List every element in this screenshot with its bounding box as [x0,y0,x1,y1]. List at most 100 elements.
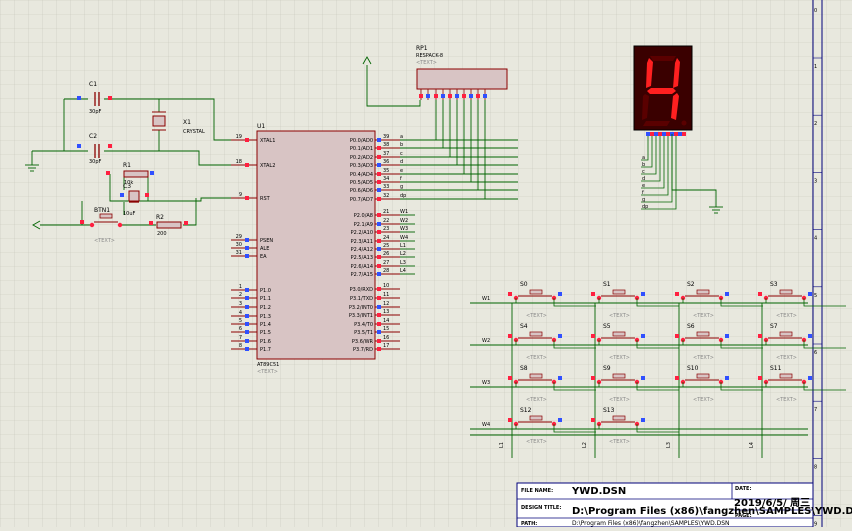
mcu-pin-number: 14 [383,318,389,324]
key-s4[interactable]: S4<TEXT> [508,323,596,361]
mcu-pin-number: 27 [383,260,389,266]
display-segments [642,56,687,126]
key-pin-marker [675,376,679,380]
key-plunger [696,331,710,337]
mcu-pin-number: 18 [236,159,242,165]
key-s0[interactable]: S0<TEXT> [508,281,596,319]
path-value: D:\Program Files (x86)\fangzhen\SAMPLES\… [572,520,730,527]
key-s13[interactable]: S13<TEXT> [591,407,679,445]
key-s9[interactable]: S9<TEXT> [591,365,679,403]
key-pin-marker [675,292,679,296]
keypad-row-label: W1 [482,296,490,302]
microcontroller-u1[interactable]: U1 AT89C51 <TEXT> 19XTAL118XTAL29RST29PS… [231,123,518,375]
mcu-pin-number: 13 [383,309,389,315]
ruler-number: 3 [814,178,817,184]
mcu-pin-number: 6 [239,326,242,332]
resistor-r2[interactable]: R2 200 [149,214,188,237]
mcu-pin-name: P3.5/T1 [354,330,373,336]
mcu-pin-net: L1 [400,243,406,249]
key-wire [553,382,596,391]
key-label: S8 [520,365,528,372]
mcu-pin-marker [377,155,381,159]
mcu-pin-number: 29 [236,234,242,240]
ruler-number: 8 [814,464,817,470]
key-s7[interactable]: S7<TEXT> [758,323,846,361]
crystal-x1[interactable]: X1 CRYSTAL [152,111,205,135]
ruler-number: 6 [814,350,817,356]
mcu-pin-net: a [400,134,403,140]
display-pin-marker [682,132,686,136]
ruler-number: 9 [814,522,817,527]
mcu-pin-name: P0.2/AD2 [350,155,373,161]
display-seg-label: c [642,169,645,175]
mcu-text: <TEXT> [257,369,278,375]
mcu-pin-number: 9 [239,192,242,198]
key-s11[interactable]: S11<TEXT> [758,365,846,403]
capacitor-c3[interactable]: C3 10uF [120,183,149,217]
display-wire [641,136,677,210]
display-seg-label: a [642,155,645,161]
key-s5[interactable]: S5<TEXT> [591,323,679,361]
key-pin-marker [508,418,512,422]
key-pin-marker [558,292,562,296]
mcu-pin-net: L2 [400,251,406,257]
file-name-value: YWD.DSN [571,486,626,497]
mcu-pin-net: dp [400,193,406,199]
mcu-pin-number: 31 [236,250,242,256]
mcu-pin-name: P2.6/A14 [351,264,373,270]
key-s2[interactable]: S2<TEXT> [675,281,763,319]
mcu-pin-number: 4 [239,310,242,316]
key-plunger [612,331,626,337]
rp1-pin-marker [469,94,473,98]
key-pin-marker [591,418,595,422]
button-btn1[interactable]: BTN1 <TEXT> [80,207,123,244]
mcu-pin-name: P1.2 [260,305,271,311]
mcu-pin-name: P3.2/INT0 [349,305,373,311]
key-wire [803,382,846,391]
resistor-pack-rp1[interactable]: RP1 RESPACK-8 <TEXT> [416,45,508,100]
key-s10[interactable]: S10<TEXT> [675,365,763,403]
rp1-text: <TEXT> [416,60,437,66]
key-text: <TEXT> [526,313,547,319]
key-pin-marker [591,334,595,338]
rp1-ref: RP1 [416,45,428,52]
mcu-pin-net: b [400,142,403,148]
display-pin-marker [666,132,670,136]
key-label: S12 [520,407,532,414]
mcu-pin-net: L3 [400,260,406,266]
key-s1[interactable]: S1<TEXT> [591,281,679,319]
mcu-pin-marker [377,330,381,334]
key-label: S7 [770,323,778,330]
capacitor-c2[interactable]: C2 30pF [77,133,112,165]
keypad-col-label: L2 [582,442,588,448]
mcu-pin-name: RST [260,196,271,202]
btn1-text: <TEXT> [94,238,115,244]
rp1-pin-marker [476,94,480,98]
key-pin-marker [508,334,512,338]
resistor-r1[interactable]: R1 10k [106,162,154,186]
display-wire [641,136,657,175]
key-pin-marker [725,334,729,338]
mcu-pin-number: 28 [383,268,389,274]
key-label: S4 [520,323,528,330]
capacitor-c1[interactable]: C1 30pF [77,81,112,115]
key-s3[interactable]: S3<TEXT> [758,281,846,319]
mcu-pin-marker [377,322,381,326]
key-s6[interactable]: S6<TEXT> [675,323,763,361]
key-plunger [529,415,543,421]
mcu-pin-number: 5 [239,318,242,324]
key-s8[interactable]: S8<TEXT> [508,365,596,403]
key-s12[interactable]: S12<TEXT> [508,407,596,445]
r1-value: 10k [124,180,133,186]
rp1-pin-marker [462,94,466,98]
mcu-pin-name: P0.7/AD7 [350,197,373,203]
mcu-pin-marker [245,305,249,309]
key-text: <TEXT> [609,355,630,361]
segment-f [646,58,653,88]
key-plunger [779,289,793,295]
